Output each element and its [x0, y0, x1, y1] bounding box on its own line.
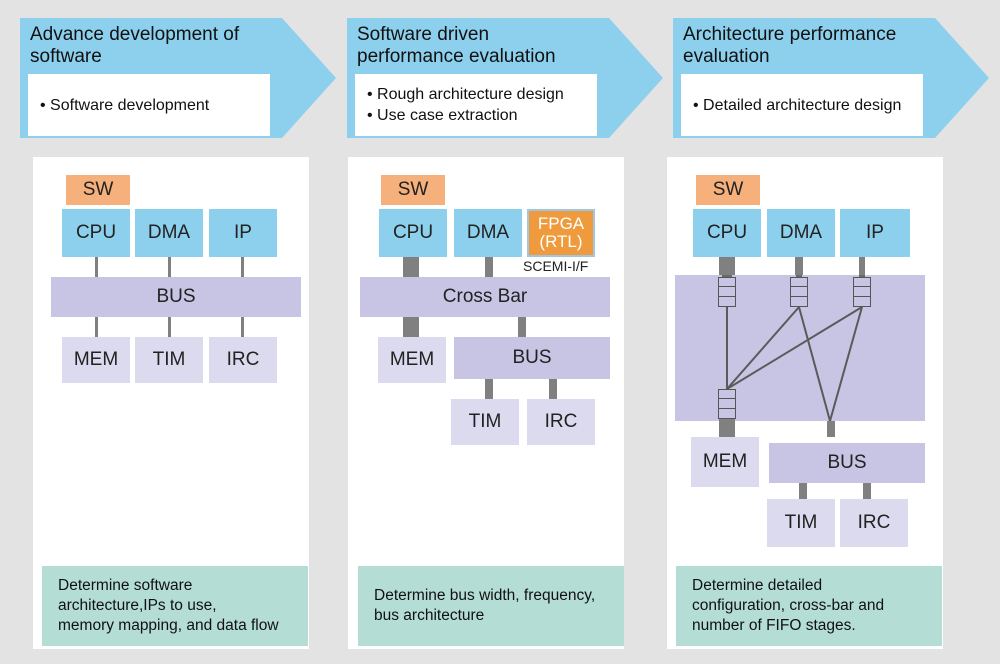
sw-box: SW: [381, 175, 445, 205]
dma-box: DMA: [135, 209, 203, 257]
connector-line: [485, 379, 493, 399]
cpu-box: CPU: [62, 209, 130, 257]
connector-line: [403, 317, 419, 337]
connector-line: [518, 317, 526, 337]
connector-line: [241, 257, 244, 279]
cpu-box: CPU: [693, 209, 761, 257]
stage1-bullet: • Software development: [40, 96, 210, 114]
fifo-icon: [718, 389, 736, 419]
dma-box: DMA: [767, 209, 835, 257]
connector-line: [795, 257, 803, 275]
connector-line: [549, 379, 557, 399]
stage3-task-box: • Detailed architecture design: [681, 74, 923, 136]
mem-box: MEM: [691, 437, 759, 487]
tim-box: TIM: [135, 337, 203, 383]
bus-box: BUS: [51, 277, 301, 317]
tim-box: TIM: [767, 499, 835, 547]
mem-box: MEM: [62, 337, 130, 383]
stage3-bullet: • Detailed architecture design: [693, 96, 902, 114]
stage2-note: Determine bus width, frequency, bus arch…: [358, 566, 624, 646]
scemi-if-label: SCEMI-I/F: [523, 258, 589, 274]
connector-line: [95, 317, 98, 339]
fifo-icon: [790, 277, 808, 307]
connector-line: [719, 257, 735, 275]
stage2-bullet: • Use case extraction: [367, 107, 518, 124]
connector-line: [168, 317, 171, 339]
fifo-icon: [853, 277, 871, 307]
crossbar-box: Cross Bar: [360, 277, 610, 317]
stage1-panel: SW CPU DMA IP BUS MEM TIM IRC Determine …: [33, 157, 309, 649]
irc-box: IRC: [527, 399, 595, 445]
dma-box: DMA: [454, 209, 522, 257]
stage1-note: Determine software architecture,IPs to u…: [42, 566, 308, 646]
stage1-task-box: • Software development: [28, 74, 270, 136]
ip-box: IP: [209, 209, 277, 257]
irc-box: IRC: [840, 499, 908, 547]
connector-line: [168, 257, 171, 279]
connector-line: [859, 257, 865, 275]
stage2-task-box: • Rough architecture design • Use case e…: [355, 74, 597, 136]
bus-box: BUS: [454, 337, 610, 379]
fpga-rtl-box: FPGA (RTL): [527, 209, 595, 257]
sw-box: SW: [696, 175, 760, 205]
mem-box: MEM: [378, 337, 446, 383]
irc-box: IRC: [209, 337, 277, 383]
connector-line: [403, 257, 419, 277]
bus-box: BUS: [769, 443, 925, 483]
stage3-note: Determine detailed configuration, cross-…: [676, 566, 942, 646]
connector-line: [95, 257, 98, 279]
cpu-box: CPU: [379, 209, 447, 257]
stage2-bullet: • Rough architecture design: [367, 86, 564, 103]
connector-line: [241, 317, 244, 339]
fifo-icon: [718, 277, 736, 307]
stage3-panel: SW CPU DMA IP MEM BUS TIM IRC Determine …: [667, 157, 943, 649]
stage2-panel: SW CPU DMA FPGA (RTL) SCEMI-I/F Cross Ba…: [348, 157, 624, 649]
tim-box: TIM: [451, 399, 519, 445]
sw-box: SW: [66, 175, 130, 205]
connector-line: [485, 257, 493, 277]
ip-box: IP: [840, 209, 910, 257]
